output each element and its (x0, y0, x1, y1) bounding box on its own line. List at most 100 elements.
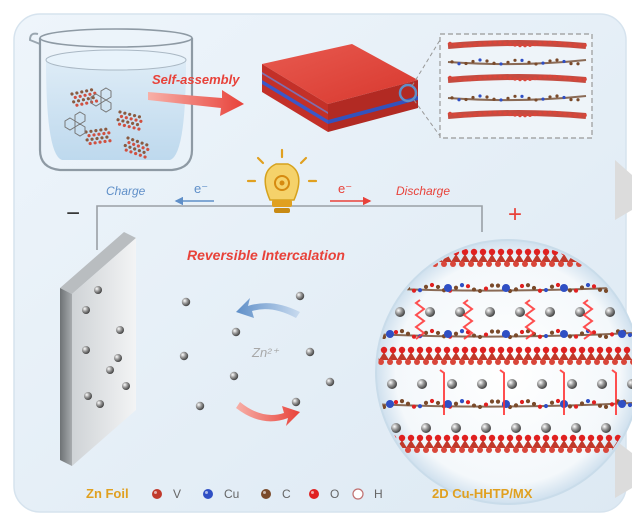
zoom-line-top (411, 39, 441, 87)
interaction-bond (524, 299, 536, 340)
vo-polyhedron (523, 352, 533, 360)
oxygen-atom (560, 346, 568, 354)
oxygen-atom (583, 43, 587, 48)
oxygen-atom (503, 41, 507, 46)
oxygen-atom (531, 359, 537, 365)
cycle-arrow-blue (236, 298, 300, 318)
mof-atom (627, 402, 632, 408)
mof-atom (399, 329, 405, 334)
oxygen-atom (558, 75, 562, 79)
ligand-molecule (64, 111, 86, 137)
oxygen-atom (493, 110, 497, 115)
oxygen-atom (563, 112, 567, 116)
mof-atom (573, 404, 579, 409)
oxygen-atom (459, 261, 465, 267)
oxygen-atom (513, 43, 517, 47)
mof-atom (465, 400, 471, 405)
intercalated-zn (541, 423, 551, 433)
oxygen-atom (587, 346, 595, 354)
intercalated-zn (421, 423, 431, 433)
oxygen-atom (524, 248, 532, 256)
oxygen-atom (488, 434, 496, 442)
intercalated-zn (575, 307, 585, 317)
oxygen-atom (450, 261, 456, 267)
mof-atom (477, 404, 483, 410)
charge-label: Charge (106, 184, 146, 198)
vo-polyhedron (559, 440, 569, 448)
intercalated-zn (391, 423, 401, 433)
oxygen-atom (398, 346, 406, 354)
vo-polyhedron (496, 352, 506, 360)
mof-atom (543, 403, 549, 409)
oxygen-atom (398, 434, 406, 442)
vo-polyhedron (586, 440, 596, 448)
oxygen-atom (513, 261, 519, 267)
vo-polyhedron (604, 352, 614, 360)
mof-atom (576, 62, 580, 66)
oxygen-atom (596, 434, 604, 442)
oxygen-atom (503, 75, 507, 80)
oxygen-atom (448, 41, 452, 46)
oxygen-atom (432, 447, 438, 453)
mof-atom (548, 59, 552, 63)
mof-atom (576, 98, 580, 102)
vo-polyhedron (406, 352, 416, 360)
oxygen-atom (458, 77, 462, 81)
zn-atom (122, 382, 130, 390)
interaction-bond (499, 369, 505, 415)
mof-atom (543, 333, 549, 339)
oxygen-atom (538, 41, 542, 46)
oxygen-atom (414, 447, 420, 453)
oxygen-atom (551, 434, 559, 442)
oxygen-atom (523, 43, 527, 48)
intercalated-zn (387, 379, 397, 389)
mof-atom (492, 97, 496, 101)
vo-polyhedron (478, 352, 488, 360)
oxygen-atom (524, 346, 532, 354)
vo-polyhedron (379, 352, 389, 360)
mof-atom (506, 96, 510, 100)
oxygen-atom (450, 359, 456, 365)
zoom-box (439, 33, 593, 139)
oxygen-atom (614, 346, 622, 354)
oxygen-atom (585, 447, 591, 453)
mof-atom (603, 334, 609, 340)
oxygen-atom (405, 447, 411, 453)
mof-atom (527, 60, 531, 65)
oxygen-atom (508, 42, 512, 46)
oxygen-atom (543, 41, 547, 45)
oxygen-atom (443, 434, 451, 442)
zoom-line-bottom (413, 99, 441, 137)
oxygen-atom (468, 359, 474, 365)
mof-atom (453, 331, 459, 336)
mof-atom (534, 98, 538, 102)
mof-atom (464, 61, 468, 66)
mof-atom (541, 61, 545, 65)
mof-atom (541, 97, 545, 101)
intercalated-zn (511, 423, 521, 433)
vo-polyhedron (505, 440, 515, 448)
oxygen-atom (452, 434, 460, 442)
mof-atom (478, 58, 482, 62)
mof-atom (555, 328, 561, 334)
legend-marker-cu (203, 489, 213, 499)
oxygen-atom (558, 359, 564, 365)
copper-atom (386, 400, 394, 408)
zn-foil-electrode (60, 232, 136, 466)
copper-atom (502, 330, 510, 338)
oxygen-atom (621, 359, 627, 365)
electron-right-label: e⁻ (338, 181, 353, 196)
oxygen-atom (603, 359, 609, 365)
oxygen-atom (477, 447, 483, 453)
oxygen-atom (578, 434, 586, 442)
mof-atom (465, 284, 471, 289)
mof-atom (549, 284, 555, 289)
self-assembly-label: Self-assembly (152, 72, 240, 87)
mof-atom (555, 398, 561, 404)
oxygen-atom (478, 42, 482, 46)
oxygen-atom (432, 359, 438, 365)
mof-atom (537, 334, 543, 339)
oxygen-atom (414, 359, 420, 365)
mof-atom (520, 94, 524, 98)
oxygen-atom (483, 111, 487, 116)
